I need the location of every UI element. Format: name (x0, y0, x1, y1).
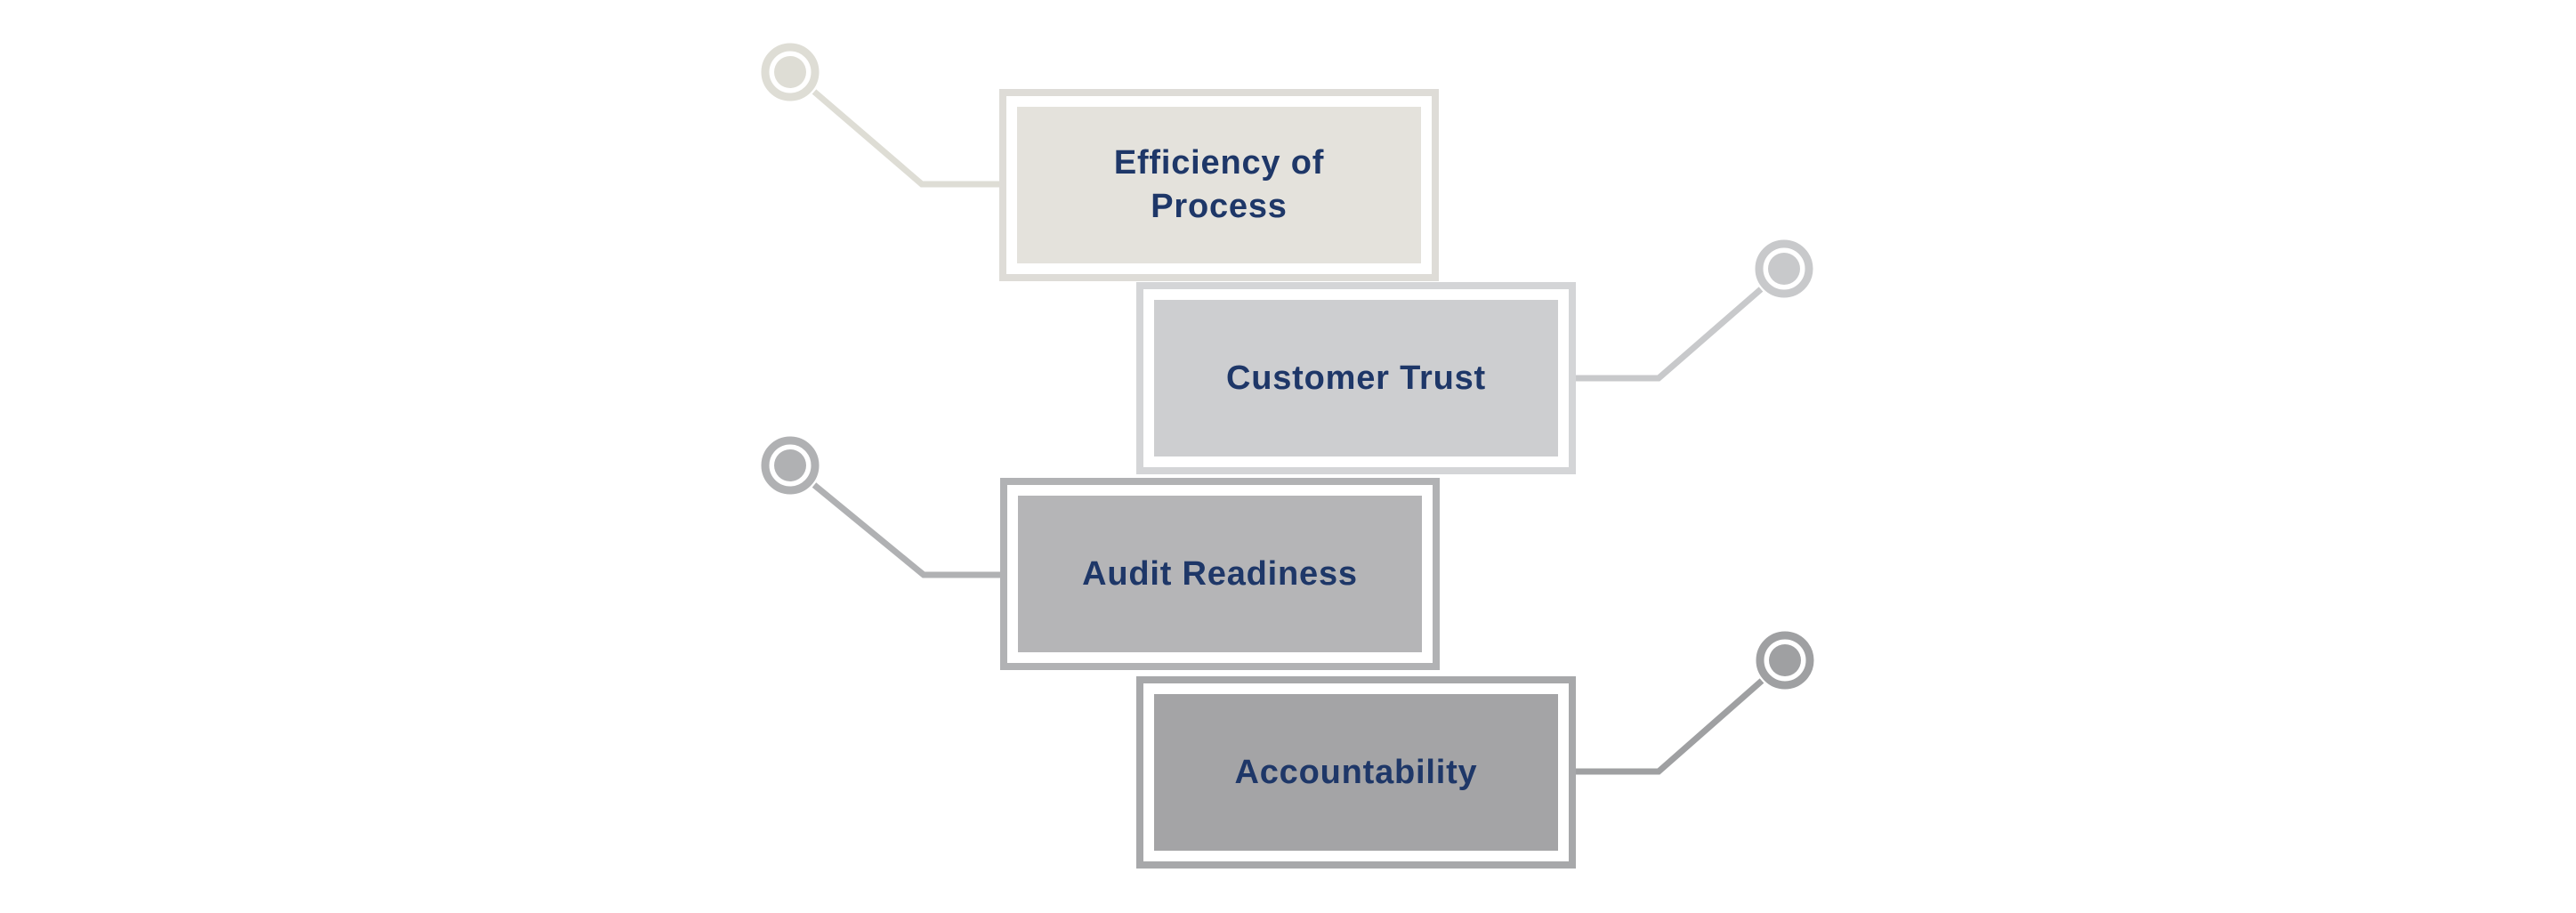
connector-3-line (812, 482, 1001, 578)
box-efficiency-of-process-fill: Efficiency of Process (1017, 107, 1421, 263)
box-efficiency-of-process-label: Efficiency of Process (1113, 144, 1325, 225)
connector-3 (761, 436, 1001, 578)
connector-2-line (1575, 287, 1764, 382)
connector-1-dot-icon (774, 56, 806, 88)
box-customer-trust: Customer Trust (1136, 282, 1576, 474)
box-accountability: Accountability (1136, 676, 1576, 869)
connector-4-line (1575, 678, 1764, 775)
box-customer-trust-fill: Customer Trust (1154, 300, 1558, 456)
box-audit-readiness-label: Audit Readiness (1082, 554, 1358, 593)
connector-4 (1575, 631, 1814, 775)
box-accountability-label: Accountability (1234, 753, 1478, 791)
box-audit-readiness: Audit Readiness (1000, 478, 1440, 670)
box-accountability-fill: Accountability (1154, 694, 1558, 851)
box-efficiency-of-process: Efficiency of Process (999, 89, 1439, 281)
connector-1-line (812, 89, 1000, 188)
connector-4-dot-icon (1769, 644, 1801, 676)
connector-2 (1575, 239, 1813, 382)
connector-2-dot-icon (1768, 253, 1800, 285)
box-audit-readiness-fill: Audit Readiness (1018, 496, 1422, 652)
box-customer-trust-label: Customer Trust (1225, 359, 1487, 397)
connector-3-dot-icon (774, 449, 806, 481)
connector-1 (761, 43, 1000, 188)
